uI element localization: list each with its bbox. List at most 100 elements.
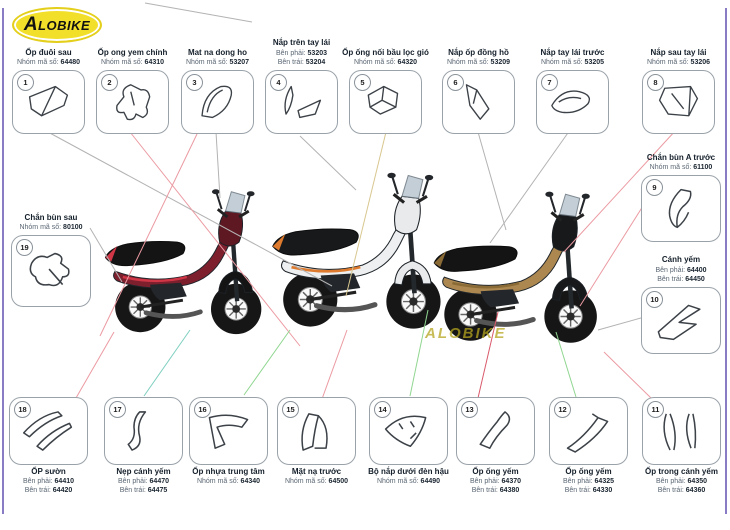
- part-name: Chắn bùn A trước: [646, 152, 716, 162]
- alobike-watermark: ALOBIKE: [425, 325, 507, 342]
- part-name: Ốp nhựa trung tâm: [192, 467, 265, 476]
- part-name: Nẹp cánh yếm: [116, 467, 171, 476]
- code-value: 64480: [60, 58, 81, 66]
- part-diagram-box: 17: [104, 397, 183, 465]
- code-label: Bên trái:: [471, 487, 498, 495]
- part-drawing: [116, 84, 151, 121]
- part-drawing: [663, 413, 697, 451]
- part-drawing: [465, 84, 490, 120]
- alobike-logo: ALOBIKE: [12, 7, 102, 43]
- part-name: Mat na dong ho: [187, 47, 248, 57]
- part-drawing: [208, 414, 249, 449]
- part-name: Ốp trong cánh yếm: [645, 467, 718, 476]
- code-value: 64500: [328, 478, 349, 486]
- code-label: Nhóm mã số:: [376, 478, 419, 486]
- motorcycle-red: [104, 189, 262, 335]
- leader-line: [143, 329, 191, 397]
- part-code-line: Bên phải: 64325: [537, 477, 641, 486]
- code-value: 80100: [63, 223, 83, 231]
- part-drawing: [28, 85, 69, 117]
- code-label: Nhóm mã số:: [540, 58, 583, 66]
- part-code-line: Nhóm mã số: 53209: [427, 58, 531, 67]
- part-code-line: Nhóm mã số: 64490: [357, 477, 461, 486]
- code-label: Bên phải:: [275, 49, 306, 57]
- part-code-line: Nhóm mã số: 64480: [0, 58, 101, 67]
- part-name: Chắn bùn sau: [24, 212, 78, 222]
- part-name: ỐP sườn: [31, 467, 66, 476]
- part-code-line: Nhóm mã số: 64310: [81, 58, 185, 67]
- part-drawing: [22, 411, 73, 451]
- right-border-line: [725, 8, 727, 514]
- part-diagram-box: 16: [189, 397, 268, 465]
- code-label: Bên trái:: [277, 58, 304, 66]
- part-number-badge: 18: [14, 401, 31, 418]
- part-code-line: Bên trái: 53204: [250, 58, 354, 67]
- part-name: Cánh yếm: [661, 255, 701, 265]
- part-code-line: Nhóm mã số: 64340: [177, 477, 281, 486]
- part-code-line: Nhóm mã số: 64500: [265, 477, 369, 486]
- part-number-badge: 7: [541, 74, 558, 91]
- part-number-badge: 1: [17, 74, 34, 91]
- part-code-line: Bên trái: 64330: [537, 486, 641, 495]
- part-drawing: [284, 85, 322, 119]
- code-value: 64450: [685, 275, 705, 283]
- code-label: Nhóm mã số:: [19, 223, 62, 231]
- part-drawing: [201, 85, 233, 119]
- leader-line: [321, 329, 348, 400]
- code-value: 64340: [240, 478, 261, 486]
- part-diagram-box: 18: [9, 397, 88, 465]
- part-diagram-box: 3: [181, 70, 254, 134]
- code-label: Bên phải:: [22, 478, 53, 486]
- part-code-line: Bên phải: 53203: [250, 49, 354, 58]
- code-label: Nhóm mã số:: [649, 163, 692, 171]
- part-drawing: [658, 85, 699, 117]
- part-drawing: [479, 411, 511, 449]
- code-label: Bên trái:: [24, 487, 51, 495]
- code-label: Bên phải:: [655, 478, 686, 486]
- part-number-badge: 5: [354, 74, 371, 91]
- alobike-logo-text: ALOBIKE: [23, 14, 91, 35]
- part-number-badge: 9: [646, 179, 663, 196]
- code-label: Bên phải:: [562, 478, 593, 486]
- code-value: 64350: [687, 478, 707, 486]
- code-value: 64320: [397, 58, 418, 66]
- part-name: Ốp ống nối bầu lọc gió: [342, 47, 429, 57]
- part-diagram-box: 15: [277, 397, 356, 465]
- part-diagram-box: 13: [456, 397, 535, 465]
- code-value: 64360: [685, 487, 706, 495]
- code-value: 53203: [307, 49, 327, 57]
- code-value: 64310: [144, 58, 165, 66]
- part-number-badge: 16: [194, 401, 211, 418]
- part-diagram-box: 14: [369, 397, 448, 465]
- code-label: Bên trái:: [564, 487, 591, 495]
- part-number-badge: 2: [101, 74, 118, 91]
- part-name: Bộ nắp dưới đèn hậu: [368, 467, 449, 476]
- part-name: Mặt nạ trước: [291, 467, 342, 476]
- part-drawing: [384, 415, 427, 448]
- leader-line: [75, 331, 115, 399]
- code-value: 53209: [490, 58, 511, 66]
- left-border-line: [2, 8, 4, 514]
- leader-line: [144, 2, 253, 23]
- code-label: Bên trái:: [657, 487, 684, 495]
- part-diagram-box: 19: [11, 235, 91, 307]
- part-code-line: Bên trái: 64360: [630, 486, 730, 495]
